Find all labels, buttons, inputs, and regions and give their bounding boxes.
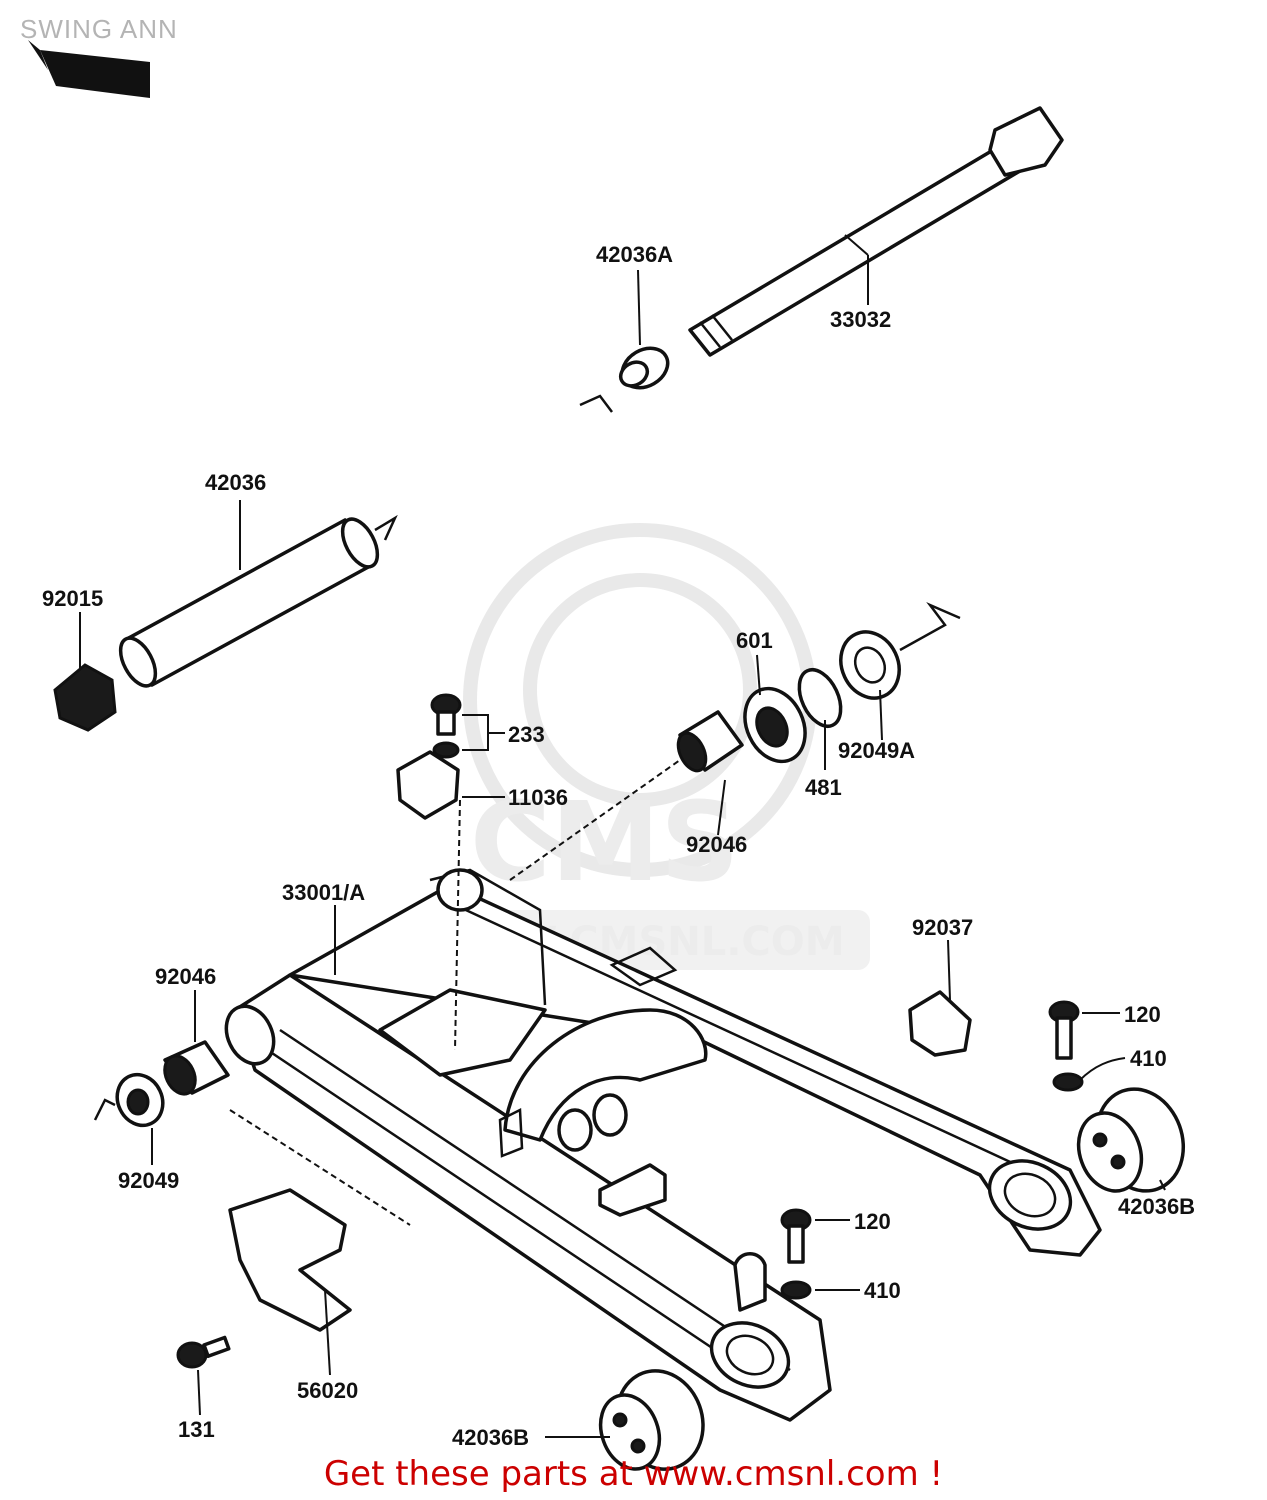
bolt-120-bottom — [780, 1208, 812, 1264]
label-56020: 56020 — [297, 1378, 358, 1403]
bearing-stack — [743, 601, 961, 764]
label-601: 601 — [736, 628, 773, 653]
inner-tube — [118, 514, 398, 688]
label-233: 233 — [508, 722, 545, 747]
washer-410-bottom — [780, 1280, 812, 1300]
label-33001-a: 33001/A — [282, 880, 365, 905]
bolt-233 — [430, 693, 462, 759]
label-33032: 33032 — [830, 307, 891, 332]
label-131: 131 — [178, 1417, 215, 1442]
label-410-bottom: 410 — [864, 1278, 901, 1303]
collar-92046-left — [163, 1040, 230, 1096]
label-120-top: 120 — [1124, 1002, 1161, 1027]
diagram-title: SWING ANN — [20, 14, 178, 44]
label-92046-left: 92046 — [155, 964, 216, 989]
label-11036: 11036 — [508, 785, 568, 810]
washer-410-top — [1052, 1072, 1084, 1092]
leader-lines — [79, 234, 1166, 1438]
cap-92037 — [908, 990, 972, 1057]
label-42036a: 42036A — [596, 242, 673, 267]
block-11036 — [396, 750, 460, 820]
label-92046-top: 92046 — [686, 832, 747, 857]
adjuster-42036b-right — [1076, 1087, 1186, 1193]
front-arrow-icon — [28, 40, 150, 98]
collar-92046-top — [676, 710, 744, 773]
label-92049: 92049 — [118, 1168, 179, 1193]
nut-92015 — [53, 663, 117, 732]
label-92037: 92037 — [912, 915, 973, 940]
label-410-top: 410 — [1130, 1046, 1167, 1071]
label-92015: 92015 — [42, 586, 103, 611]
bushing-42036a — [579, 346, 670, 413]
label-120-bottom: 120 — [854, 1209, 891, 1234]
adjuster-42036b-bottom — [598, 1369, 705, 1471]
screw-131 — [176, 1335, 231, 1369]
label-42036b-bottom: 42036B — [452, 1425, 529, 1450]
label-481: 481 — [805, 775, 842, 800]
bolt-120-top — [1048, 1000, 1080, 1060]
footer-link-text[interactable]: Get these parts at www.cmsnl.com ! — [323, 1454, 944, 1494]
part-labels: 42036A 33032 42036 92015 601 92049A 481 … — [42, 242, 1195, 1450]
label-42036: 42036 — [205, 470, 266, 495]
watermark-logo-text: CMS — [470, 778, 739, 906]
bearing-92049 — [93, 1072, 165, 1128]
label-92049a: 92049A — [838, 738, 915, 763]
swing-arm — [224, 759, 1102, 1422]
label-42036b-right: 42036B — [1118, 1194, 1195, 1219]
